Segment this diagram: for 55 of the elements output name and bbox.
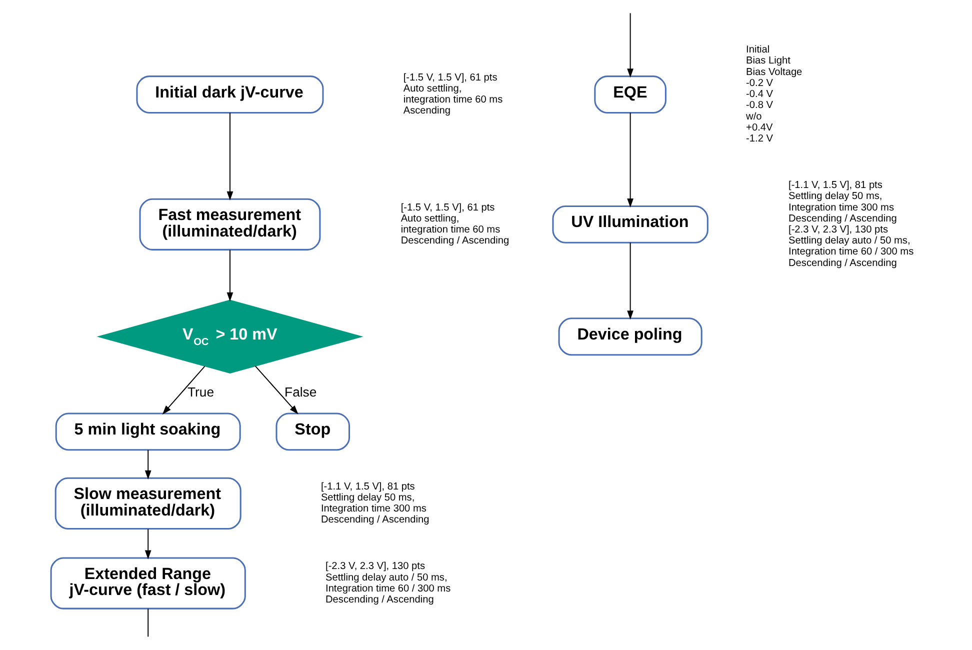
node-label: -0.4 V <box>746 89 773 100</box>
node-label: Settling delay 50 ms, <box>320 492 415 504</box>
node-label: w/o <box>746 111 762 122</box>
node-label: Integration time 60 / 300 ms <box>326 583 451 594</box>
arrow <box>144 450 152 480</box>
node-label: Auto settling, <box>400 213 460 224</box>
arrow <box>627 112 634 208</box>
node-label: Settling delay auto / 50 ms, <box>326 572 448 584</box>
node-diamond: V$_{OC}$ > 10 mV <box>96 300 364 374</box>
node-label: [-1.5 V, 1.5 V], 61 pts <box>400 202 495 214</box>
node-box: Fast measurement (illuminated/dark) <box>139 198 321 250</box>
node-label: Descending / Ascending <box>326 594 434 606</box>
arrow <box>162 366 206 414</box>
node-box: Stop <box>276 412 350 451</box>
node-label: integration time 60 ms <box>400 224 500 236</box>
node-label: Settling delay auto / 50 ms, <box>788 236 910 247</box>
node-label: Descending / Ascending <box>788 213 897 224</box>
node-label: Initial <box>746 44 770 56</box>
node-box: Slow measurement (illuminated/dark) <box>54 477 242 530</box>
node-label: -1.2 V <box>746 134 773 145</box>
arrow <box>226 250 234 302</box>
node-label: Descending / Ascending <box>788 258 897 269</box>
node-label: Integration time 300 ms <box>788 202 894 214</box>
node-label: Auto settling, <box>403 83 462 94</box>
node-label: [-2.3 V, 2.3 V], 130 pts <box>788 224 888 236</box>
node-label: [-2.3 V, 2.3 V], 130 pts <box>326 561 426 572</box>
arrow <box>144 529 152 560</box>
node-label: Descending / Ascending <box>320 514 430 526</box>
node-label: integration time 60 ms <box>403 94 503 106</box>
arrow <box>226 112 234 201</box>
connector <box>148 608 149 637</box>
node-box: Device poling <box>558 318 702 356</box>
node-label: Bias Voltage <box>746 66 802 78</box>
arrow <box>627 13 634 78</box>
edge-label: True <box>188 384 214 400</box>
node-label: Descending / Ascending <box>400 236 510 247</box>
node-box: EQE <box>594 76 666 114</box>
node-box: UV Illumination <box>552 205 708 244</box>
node-box: Extended Range jV-curve (fast / slow) <box>50 557 246 610</box>
node-box: 5 min light soaking <box>55 412 241 451</box>
node-label: [-1.5 V, 1.5 V], 61 pts <box>403 72 498 84</box>
node-label: Bias Light <box>746 56 790 67</box>
node-label: Integration time 300 ms <box>320 504 426 515</box>
node-label: -0.2 V <box>746 78 773 89</box>
arrow <box>627 242 634 320</box>
arrow <box>254 366 298 414</box>
node-label: [-1.1 V, 1.5 V], 81 pts <box>320 481 415 492</box>
node-label: Settling delay 50 ms, <box>788 191 882 202</box>
edge-label: False <box>284 384 317 400</box>
node-box: Initial dark jV-curve <box>136 76 324 114</box>
node-label: Ascending <box>403 106 450 117</box>
node-label: -0.8 V <box>746 100 773 112</box>
node-label: +0.4V <box>746 122 773 134</box>
node-label: Integration time 60 / 300 ms <box>788 246 914 258</box>
node-label: [-1.1 V, 1.5 V], 81 pts <box>788 180 882 192</box>
